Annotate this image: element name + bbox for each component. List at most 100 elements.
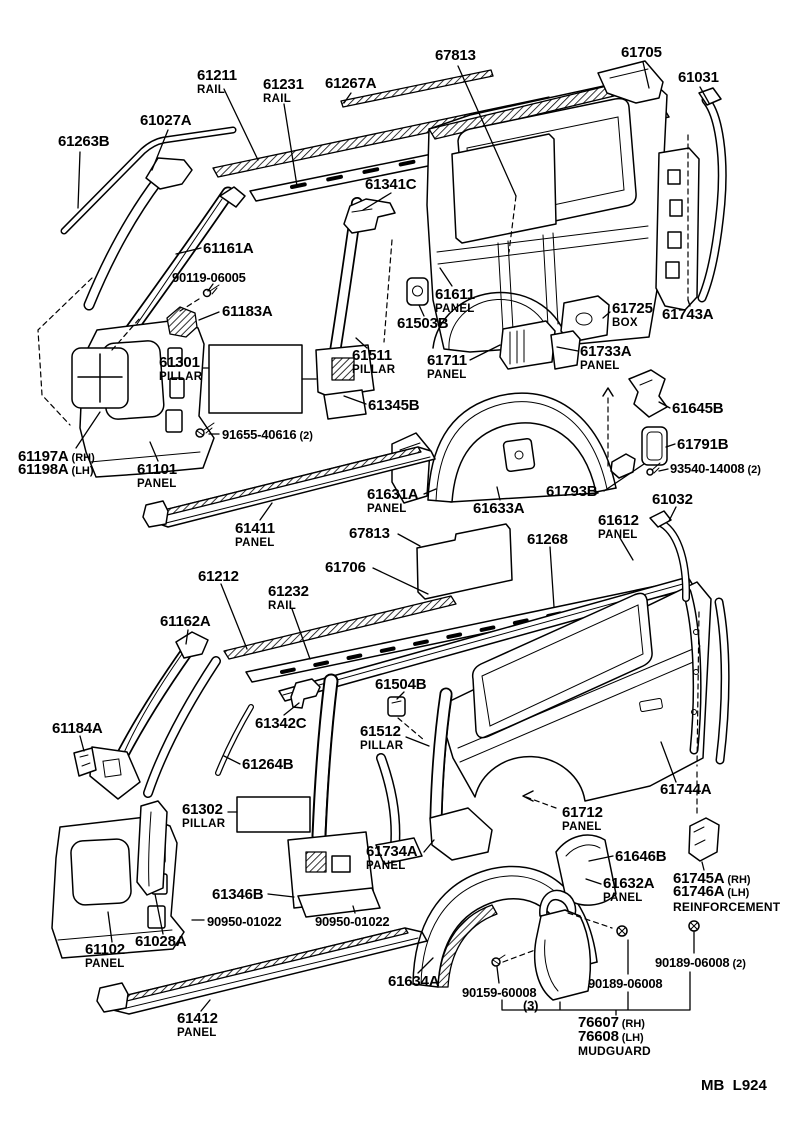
part-label-61791b: 61791B — [677, 436, 729, 453]
part-label-61706: 61706 — [325, 560, 366, 576]
part-number: 61197A — [18, 448, 69, 465]
part-67813-window-panel — [451, 133, 557, 244]
leader-lines — [37, 61, 710, 1016]
part-label-90950-01022: 90950-01022 — [207, 914, 282, 930]
part-number: 93540-14008 — [670, 461, 745, 476]
part-label-61267a: 61267A — [325, 75, 377, 92]
bottom-assembly-drawing — [51, 510, 730, 1015]
part-number: 67813 — [435, 47, 476, 64]
part-label-61646b: 61646B — [615, 848, 667, 865]
part-number: 61634A — [388, 973, 440, 990]
part-number: 61263B — [58, 133, 110, 150]
part-label-61345b: 61345B — [368, 398, 420, 414]
part-61503b-grommet — [406, 277, 429, 306]
part-suffix: (2) — [299, 430, 313, 442]
part-61504b-clip — [387, 696, 406, 717]
part-number: 61633A — [473, 500, 525, 517]
part-61162a-pillar — [89, 631, 209, 800]
part-number: 91655-40616 — [222, 427, 297, 442]
part-number: 61745A — [673, 870, 725, 887]
part-label-mudguard: MUDGUARD — [578, 1043, 651, 1059]
part-descriptor: PILLAR — [360, 740, 404, 752]
part-number: 61212 — [198, 568, 239, 585]
part-number: 61161A — [203, 240, 254, 257]
part-number: 61503B — [397, 315, 449, 332]
part-label-90189-06008: 90189-06008 — [588, 976, 663, 992]
part-label-61184a: 61184A — [52, 721, 103, 737]
part-label-61793b: 61793B — [546, 484, 598, 500]
part-number: 61411 — [235, 520, 275, 537]
part-number: 61646B — [615, 848, 667, 865]
part-number: 90189-06008 — [655, 955, 730, 970]
part-descriptor: PANEL — [603, 892, 643, 904]
part-61646b-panel — [555, 834, 617, 906]
part-number: 61102 — [85, 941, 125, 958]
part-number: 61264B — [242, 756, 294, 773]
screw-91655-icon — [195, 422, 215, 438]
part-61032-reinforcement — [649, 510, 691, 602]
part-number: 61346B — [212, 886, 264, 903]
part-number: 61631A — [367, 486, 419, 503]
part-label-61746a: 61746A(LH) — [673, 884, 749, 900]
part-label-61264b: 61264B — [242, 756, 294, 773]
part-61161a-pillar — [124, 186, 246, 337]
part-descriptor: PILLAR — [352, 364, 396, 376]
part-pillar-outer-lower — [143, 656, 221, 798]
part-suffix: (RH) — [71, 452, 95, 464]
clip-90189-icon — [616, 920, 700, 937]
callout-box-61302 — [236, 796, 311, 833]
part-number: 61268 — [527, 531, 568, 548]
part-descriptor: PANEL — [562, 821, 602, 833]
part-descriptor: PANEL — [435, 303, 475, 315]
part-61031-pillar — [697, 87, 727, 303]
part-label-90189-06008: 90189-06008(2) — [655, 955, 746, 971]
part-61711-panel — [499, 320, 556, 370]
part-number: 61101 — [137, 461, 177, 478]
part-label-61162a: 61162A — [160, 614, 211, 630]
part-label-61346b: 61346B — [212, 886, 264, 903]
part-descriptor: PANEL — [85, 958, 125, 970]
part-suffix: (LH) — [71, 465, 94, 477]
part-label-67813: 67813 — [435, 48, 476, 64]
part-number: 61184A — [52, 720, 103, 737]
part-number: 61267A — [325, 75, 377, 92]
part-number: 61611 — [435, 286, 475, 303]
part-number: 61791B — [677, 436, 729, 453]
part-label-61341c: 61341C — [365, 177, 417, 193]
part-76607-mudguard — [533, 889, 592, 1001]
part-61028a-pillar — [136, 800, 168, 896]
part-number: 76607 — [578, 1014, 619, 1031]
part-number: 61734A — [366, 843, 418, 860]
part-61212-rail — [223, 595, 457, 660]
part-61745a-reinforcement — [688, 817, 720, 862]
part-label-61263b: 61263B — [58, 133, 110, 150]
part-label-93540-14008: 93540-14008(2) — [670, 461, 761, 477]
part-label-61634a: 61634A — [388, 973, 440, 990]
part-descriptor: PILLAR — [182, 818, 226, 830]
part-number: 61711 — [427, 352, 467, 369]
part-suffix: (LH) — [621, 1032, 644, 1044]
part-label-61745a: 61745A(RH) — [673, 871, 751, 887]
bolt-90159-icon — [491, 954, 506, 967]
part-61027a-pillar — [83, 157, 193, 311]
part-label-61212: 61212 — [198, 569, 239, 585]
part-61184a-clip — [73, 747, 97, 777]
part-label-61503b: 61503B — [397, 315, 449, 332]
part-number: 61032 — [652, 491, 693, 508]
part-number: 61512 — [360, 723, 401, 740]
part-number: 61302 — [182, 801, 223, 818]
part-number: 90950-01022 — [315, 914, 390, 929]
part-label-91655-40616: 91655-40616(2) — [222, 427, 313, 443]
part-number: 61162A — [160, 613, 211, 630]
